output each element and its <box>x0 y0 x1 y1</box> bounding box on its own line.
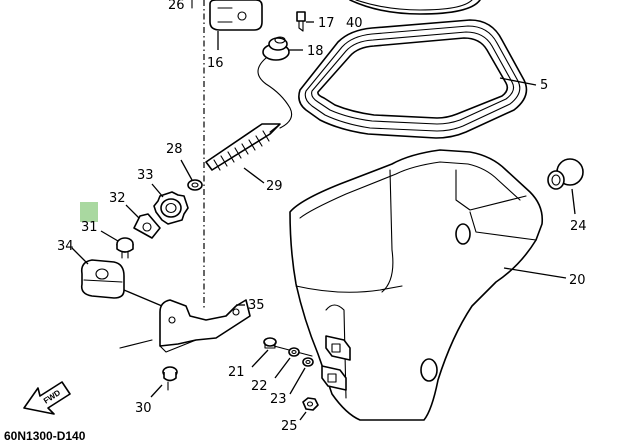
highlight-box-30 <box>80 202 98 222</box>
reference-code: 60N1300-D140 <box>4 429 86 443</box>
callout-18: 18 <box>307 44 324 59</box>
bottom-cowling-20 <box>289 149 567 421</box>
callout-25: 24 <box>570 219 587 234</box>
screw-17 <box>296 11 314 32</box>
plate-31 <box>125 204 161 239</box>
bracket-35 <box>119 299 251 353</box>
callout-40: 40 <box>346 16 363 31</box>
damper-33 <box>71 247 163 307</box>
callout-28: 28 <box>166 142 183 157</box>
callout-17: 17 <box>318 16 335 31</box>
cable-line <box>257 57 293 129</box>
nut-32 <box>151 183 189 225</box>
callout-21: 21 <box>228 365 245 380</box>
callout-34: 30 <box>135 401 152 416</box>
washer-22 <box>274 347 300 379</box>
callout-29: 29 <box>266 179 283 194</box>
clip-28 <box>180 159 203 191</box>
grommet-plate-16 <box>209 0 263 50</box>
hose-29 <box>205 123 281 184</box>
mount-tabs <box>321 335 351 391</box>
bolt-34 <box>150 366 178 398</box>
fwd-arrow-icon: FWD <box>23 381 71 415</box>
part-40-edge <box>349 0 481 15</box>
callout-35: 35 <box>248 298 265 313</box>
gasket-ring-5 <box>298 19 537 139</box>
callout-33: 34 <box>57 239 74 254</box>
callout-26: 26 <box>168 0 185 13</box>
callout-5: 5 <box>540 78 548 93</box>
callout-20: 20 <box>569 273 586 288</box>
nut-24 <box>299 397 319 421</box>
callout-30: 31 <box>81 220 98 235</box>
screw-30 <box>100 230 134 259</box>
washer-23 <box>289 357 314 395</box>
callout-23: 23 <box>270 392 287 407</box>
callout-16: 16 <box>207 56 224 71</box>
callout-22: 22 <box>251 379 268 394</box>
callout-31: 32 <box>109 191 126 206</box>
callout-24: 25 <box>281 419 298 434</box>
rubber-plug-25 <box>547 158 584 215</box>
callout-32: 33 <box>137 168 154 183</box>
cable-grommet-18 <box>262 36 303 61</box>
